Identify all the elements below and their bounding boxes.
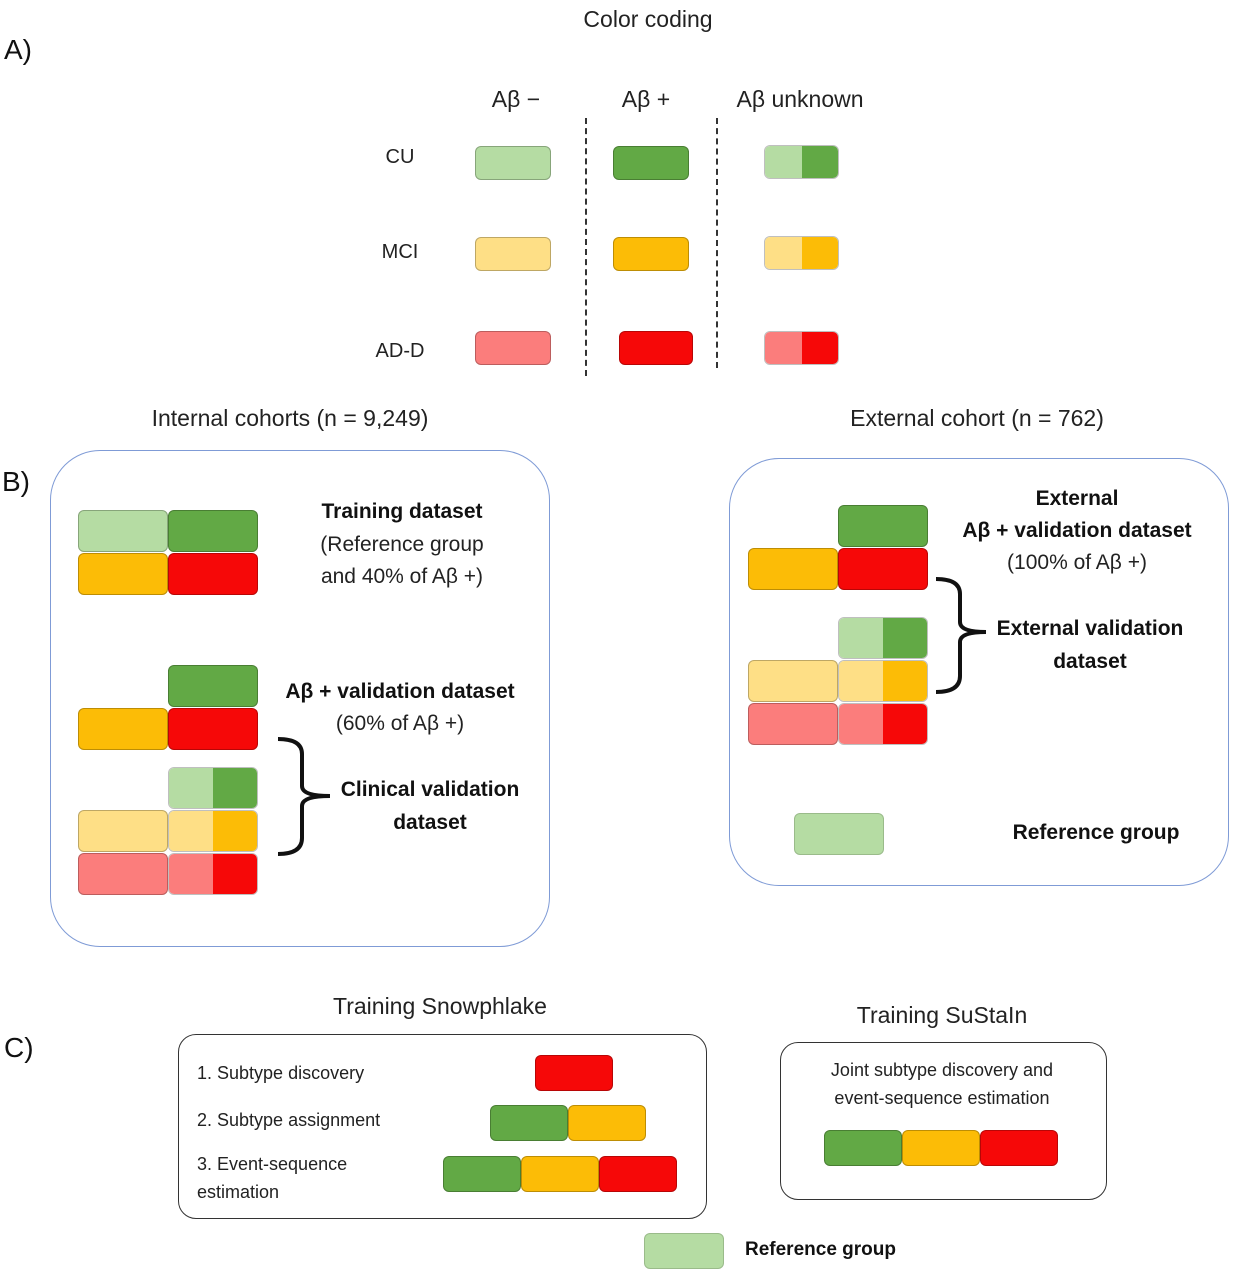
snowphlake-step-3a: 3. Event-sequence: [197, 1154, 348, 1174]
extval-mci-unknown-block: [838, 660, 928, 702]
legend-mci-negative-block: [475, 237, 551, 271]
divider-dashed-1: [585, 118, 587, 376]
legend-mci-unknown-block: [764, 236, 839, 270]
extval-ad-negative-block: [748, 703, 838, 745]
sustain-text-1: Joint subtype discovery and: [830, 1060, 1054, 1080]
training-dataset-sub2: and 40% of Aβ +): [320, 565, 484, 588]
clinical-brace: [277, 737, 331, 856]
step3-ad-block: [599, 1156, 677, 1192]
snowphlake-title: Training Snowphlake: [333, 993, 547, 1019]
training-ad-positive-block: [168, 553, 258, 595]
external-cohort-box: [729, 458, 1229, 886]
abplus-val-ad-positive-block: [168, 708, 258, 750]
legend-mci-positive-block: [613, 237, 689, 271]
clinical-validation-label-2: dataset: [393, 811, 467, 834]
clinical-mci-unknown-block: [168, 810, 258, 852]
sustain-text-2: event-sequence estimation: [834, 1088, 1050, 1108]
training-mci-positive-block: [78, 553, 168, 595]
step2-mci-block: [568, 1105, 646, 1141]
panel-c-letter: C): [4, 1032, 34, 1063]
sustain-title: Training SuStaIn: [856, 1002, 1028, 1028]
reference-group-block: [794, 813, 884, 855]
external-cohort-title: External cohort (n = 762): [850, 405, 1104, 431]
training-cu-negative-block: [78, 510, 168, 552]
ext-abplus-ad-positive-block: [838, 548, 928, 590]
row-label-mci: MCI: [381, 241, 419, 263]
header-abeta-negative: Aβ −: [491, 86, 541, 112]
header-abeta-unknown: Aβ unknown: [736, 86, 864, 112]
abplus-validation-sub: (60% of Aβ +): [335, 712, 465, 735]
extval-cu-unknown-block: [838, 617, 928, 659]
extval-mci-negative-block: [748, 660, 838, 702]
extval-ad-unknown-block: [838, 703, 928, 745]
internal-cohorts-title: Internal cohorts (n = 9,249): [151, 405, 429, 431]
sustain-mci-block: [902, 1130, 980, 1166]
ext-abplus-cu-positive-block: [838, 505, 928, 547]
legend-cu-positive-block: [613, 146, 689, 180]
legend-cu-unknown-block: [764, 145, 839, 179]
clinical-validation-label-1: Clinical validation: [340, 778, 520, 801]
external-validation-brace: [935, 577, 987, 694]
abplus-val-cu-positive-block: [168, 665, 258, 707]
step3-mci-block: [521, 1156, 599, 1192]
snowphlake-step-1: 1. Subtype discovery: [197, 1063, 365, 1083]
clinical-ad-negative-block: [78, 853, 168, 895]
row-label-cu: CU: [385, 146, 415, 168]
legend-ad-positive-block: [619, 331, 693, 365]
snowphlake-box: [178, 1034, 707, 1219]
panel-a-title: Color coding: [583, 6, 713, 32]
external-validation-label-1: External validation: [996, 617, 1184, 640]
legend-ad-negative-block: [475, 331, 551, 365]
panel-c-reference-block: [644, 1233, 724, 1269]
clinical-mci-negative-block: [78, 810, 168, 852]
snowphlake-step-2: 2. Subtype assignment: [197, 1110, 381, 1130]
sustain-ad-block: [980, 1130, 1058, 1166]
abplus-val-mci-positive-block: [78, 708, 168, 750]
clinical-ad-unknown-block: [168, 853, 258, 895]
legend-ad-unknown-block: [764, 331, 839, 365]
training-dataset-label: Training dataset: [321, 500, 483, 523]
ext-abplus-mci-positive-block: [748, 548, 838, 590]
step3-cu-block: [443, 1156, 521, 1192]
internal-cohorts-box: [50, 450, 550, 947]
sustain-cu-block: [824, 1130, 902, 1166]
header-abeta-positive: Aβ +: [621, 86, 671, 112]
reference-group-label: Reference group: [1012, 821, 1180, 844]
step2-cu-block: [490, 1105, 568, 1141]
snowphlake-step-3b: estimation: [197, 1182, 280, 1202]
panel-c-reference-label: Reference group: [745, 1239, 896, 1260]
training-dataset-sub1: (Reference group: [320, 533, 484, 556]
clinical-cu-unknown-block: [168, 767, 258, 809]
external-validation-label-2: dataset: [1053, 650, 1127, 673]
panel-a-letter: A): [4, 34, 32, 65]
legend-cu-negative-block: [475, 146, 551, 180]
external-label-2: Aβ + validation dataset: [962, 519, 1192, 542]
step1-ad-block: [535, 1055, 613, 1091]
row-label-ad-d: AD-D: [375, 340, 425, 362]
training-cu-positive-block: [168, 510, 258, 552]
divider-dashed-2: [716, 118, 718, 368]
external-label-sub: (100% of Aβ +): [1007, 551, 1147, 574]
abplus-validation-label: Aβ + validation dataset: [285, 680, 515, 703]
sustain-box: [780, 1042, 1107, 1200]
external-label-1: External: [1035, 487, 1119, 510]
panel-b-letter: B): [2, 466, 30, 497]
